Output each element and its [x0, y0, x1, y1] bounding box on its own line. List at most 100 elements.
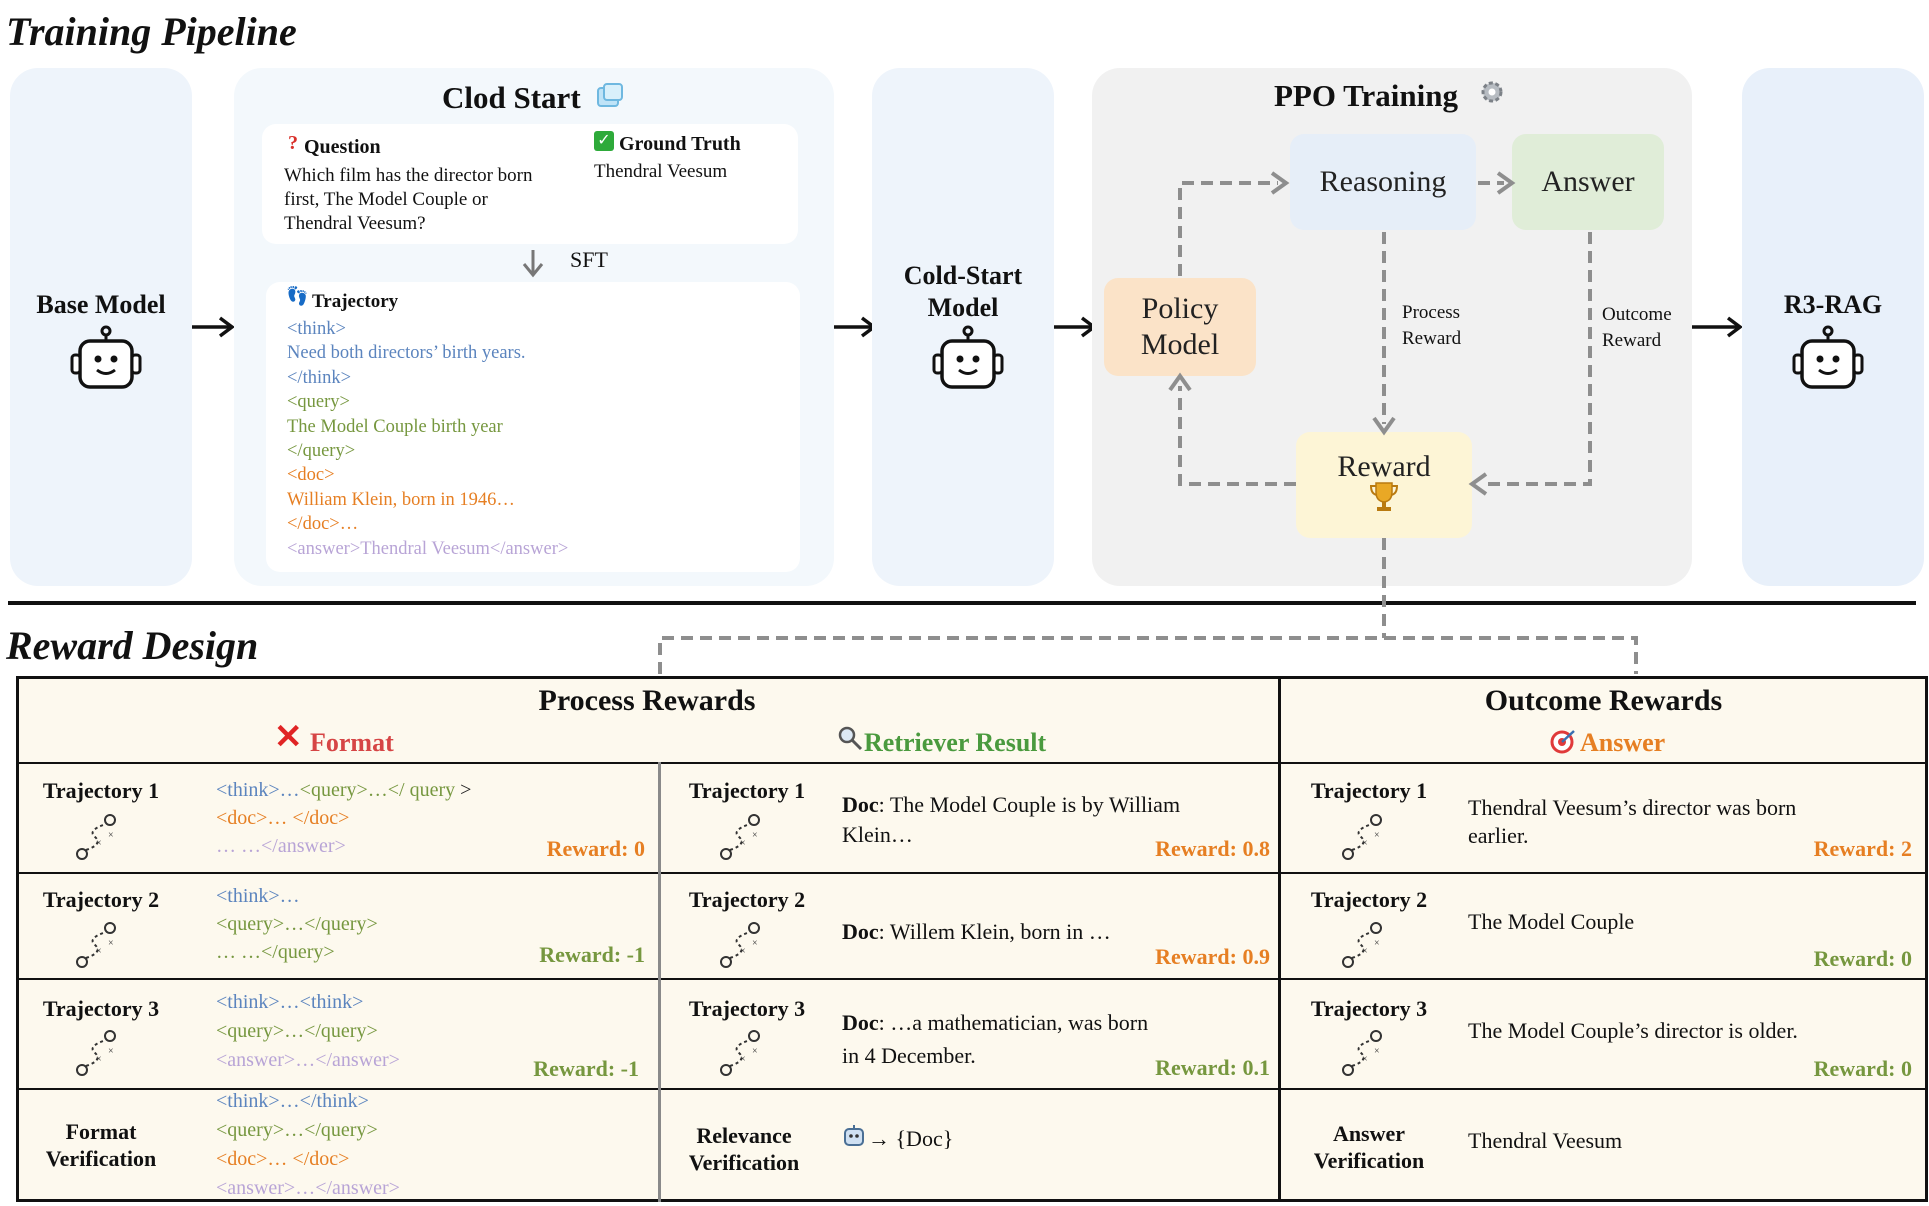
outcome-traj-1-label: Trajectory 1	[1310, 778, 1428, 803]
retr-traj-1-label: Trajectory 1	[688, 778, 806, 803]
ground-truth-label: Ground Truth	[619, 133, 741, 155]
format-traj-3-label: Trajectory 3	[42, 996, 160, 1021]
trajectory-path-icon: ××	[1342, 814, 1382, 860]
outcome-traj-2-label: Trajectory 2	[1310, 887, 1428, 912]
robot-icon	[1792, 325, 1864, 389]
question-label: Question	[304, 136, 381, 158]
cross-icon: ✕	[274, 719, 303, 756]
question-mark-icon: ?	[288, 132, 298, 154]
trajectory-path-icon: ××	[720, 1030, 760, 1076]
pipeline-title: Training Pipeline	[6, 9, 297, 54]
retr-traj-3-reward: Reward: 0.1	[1155, 1055, 1270, 1080]
process-rewards-header: Process Rewards	[538, 684, 756, 717]
policy-model-node: Policy Model	[1104, 278, 1256, 376]
format-traj-2-content: <think>… <query>…</query> … …</query>	[216, 885, 378, 963]
format-traj-3-reward: Reward: -1	[533, 1056, 639, 1081]
format-traj-1-reward: Reward: 0	[546, 836, 645, 861]
r3rag-panel	[1742, 68, 1924, 586]
retr-traj-1-reward: Reward: 0.8	[1155, 836, 1270, 861]
format-traj-2-reward: Reward: -1	[539, 942, 645, 967]
svg-text:×: ×	[752, 1046, 758, 1057]
format-traj-2-label: Trajectory 2	[42, 887, 160, 912]
trajectory-path-icon: ××	[76, 922, 116, 968]
outcome-traj-1-reward: Reward: 2	[1813, 836, 1912, 861]
retr-traj-2-reward: Reward: 0.9	[1155, 944, 1270, 969]
svg-text:×: ×	[1362, 1054, 1368, 1065]
gear-icon	[1481, 81, 1503, 103]
trajectory-card	[266, 282, 800, 572]
trajectory-lines: <think> Need both directors’ birth years…	[287, 319, 569, 559]
question-text: Which film has the director born first, …	[284, 165, 533, 234]
trophy-icon	[1369, 482, 1399, 511]
footprints-icon: 👣	[286, 286, 309, 306]
reasoning-node: Reasoning	[1290, 134, 1476, 230]
svg-text:×: ×	[96, 838, 102, 849]
magnifier-icon	[838, 726, 863, 751]
table-row-divider	[16, 1088, 1928, 1090]
trajectory-path-icon: ××	[1342, 922, 1382, 968]
retr-traj-3-label: Trajectory 3	[688, 996, 806, 1021]
trajectory-path-icon: ××	[720, 922, 760, 968]
base-model-panel	[10, 68, 192, 586]
svg-text:×: ×	[1374, 830, 1380, 841]
robot-icon	[844, 1125, 864, 1146]
question-card	[262, 124, 798, 244]
cold-start-model-label: Cold-Start Model	[903, 261, 1023, 322]
retr-traj-2-content: Doc: Willem Klein, born in …	[842, 919, 1111, 944]
svg-text:×: ×	[740, 1054, 746, 1065]
table-header-divider	[16, 762, 1928, 764]
check-icon: ✓	[594, 131, 614, 151]
outcome-traj-3-label: Trajectory 3	[1310, 996, 1428, 1021]
ppo-connectors	[1168, 171, 1592, 496]
outcome-traj-3-content: The Model Couple’s director is older.	[1468, 1018, 1798, 1043]
svg-text:×: ×	[1374, 1046, 1380, 1057]
trajectory-path-icon: ××	[1342, 1030, 1382, 1076]
robot-icon	[70, 325, 142, 389]
relevance-verification-text: → {Doc}	[868, 1126, 954, 1151]
svg-text:×: ×	[1362, 838, 1368, 849]
arrow-right-icon	[192, 316, 235, 338]
cold-start-title: Clod Start	[442, 80, 581, 115]
process-reward-label: Process Reward	[1402, 302, 1462, 349]
svg-text:×: ×	[108, 830, 114, 841]
outcome-reward-label: Outcome Reward	[1602, 304, 1672, 351]
relevance-verification-label: Relevance Verification	[688, 1123, 800, 1175]
outcome-traj-2-reward: Reward: 0	[1813, 946, 1912, 971]
svg-text:×: ×	[740, 946, 746, 957]
cold-start-model-panel	[872, 68, 1054, 586]
answer-header: Answer	[1580, 728, 1666, 757]
format-verification-content: <think>…</think> <query>…</query> <doc>……	[216, 1090, 400, 1199]
sft-label: SFT	[570, 247, 608, 272]
format-traj-3-content: <think>…<think> <query>…</query> <answer…	[216, 991, 400, 1071]
table-row-divider	[16, 978, 1928, 980]
svg-text:×: ×	[96, 1054, 102, 1065]
table-col-divider	[1278, 676, 1281, 1202]
robot-icon	[932, 325, 1004, 389]
outcome-traj-2-content: The Model Couple	[1468, 909, 1635, 934]
svg-text:×: ×	[752, 938, 758, 949]
outcome-rewards-header: Outcome Rewards	[1484, 684, 1723, 717]
answer-node: Answer	[1512, 134, 1664, 230]
trajectory-path-icon: ××	[76, 814, 116, 860]
format-traj-1-label: Trajectory 1	[42, 778, 160, 803]
svg-text:×: ×	[1362, 946, 1368, 957]
format-header: Format	[310, 728, 394, 757]
trajectory-path-icon: ××	[76, 1030, 116, 1076]
answer-verification-label: Answer Verification	[1313, 1121, 1425, 1173]
ground-truth-text: Thendral Veesum	[594, 161, 728, 182]
outcome-traj-1-content: Thendral Veesum’s director was born earl…	[1468, 795, 1797, 848]
retr-traj-2-label: Trajectory 2	[688, 887, 806, 912]
reward-link-connector	[658, 538, 1638, 674]
reward-design-title: Reward Design	[6, 623, 259, 668]
arrow-down-icon	[522, 250, 544, 278]
r3rag-label: R3-RAG	[1783, 290, 1883, 319]
retr-traj-1-content: Doc: The Model Couple is by William Klei…	[842, 792, 1181, 847]
svg-text:×: ×	[1374, 938, 1380, 949]
retriever-header: Retriever Result	[864, 728, 1047, 757]
svg-text:×: ×	[740, 838, 746, 849]
ice-cube-icon	[597, 83, 623, 107]
format-verification-label: Format Verification	[45, 1119, 157, 1171]
outcome-traj-3-reward: Reward: 0	[1813, 1056, 1912, 1081]
target-icon	[1550, 730, 1575, 754]
base-model-label: Base Model	[36, 290, 166, 319]
